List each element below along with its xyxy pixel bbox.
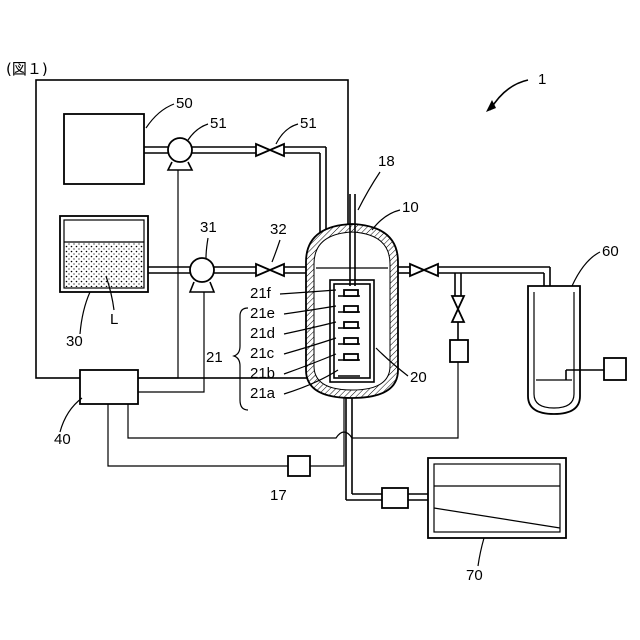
label-group21: 21 bbox=[206, 349, 223, 366]
label-21b: 21b bbox=[250, 365, 275, 382]
pipe-50 bbox=[144, 147, 326, 236]
label-liquid: L bbox=[110, 311, 118, 328]
unit-17 bbox=[288, 456, 310, 476]
pump-31 bbox=[190, 258, 214, 292]
pump-51 bbox=[168, 138, 192, 170]
system-arrowhead bbox=[486, 100, 496, 112]
valve-32 bbox=[256, 264, 284, 276]
label-trap60: 60 bbox=[602, 243, 619, 260]
label-system: 1 bbox=[538, 71, 546, 88]
flow-box-70 bbox=[382, 488, 408, 508]
label-unit17: 17 bbox=[270, 487, 287, 504]
system-arrow bbox=[490, 80, 528, 110]
valve-51 bbox=[256, 144, 284, 156]
label-tank30: 30 bbox=[66, 333, 83, 350]
controller-40 bbox=[80, 370, 138, 404]
leader-18 bbox=[358, 172, 380, 210]
label-pump51: 51 bbox=[210, 115, 227, 132]
tank-70 bbox=[428, 458, 566, 538]
brace-21 bbox=[234, 308, 248, 410]
figure-caption: (図１) bbox=[6, 60, 48, 78]
label-tank50: 50 bbox=[176, 95, 193, 112]
label-pump31: 31 bbox=[200, 219, 217, 236]
label-holder20: 20 bbox=[410, 369, 427, 386]
label-valve32: 32 bbox=[270, 221, 287, 238]
valve-outlet bbox=[410, 264, 438, 276]
leader-50 bbox=[146, 104, 174, 128]
leader-10 bbox=[372, 210, 400, 230]
label-21d: 21d bbox=[250, 325, 275, 342]
leader-51b bbox=[276, 124, 298, 144]
label-21e: 21e bbox=[250, 305, 275, 322]
label-21c: 21c bbox=[250, 345, 275, 362]
leader-51a bbox=[188, 124, 208, 140]
leader-31 bbox=[206, 238, 208, 258]
valve-vertical bbox=[452, 296, 464, 322]
leader-40 bbox=[60, 398, 82, 432]
label-sensor18: 18 bbox=[378, 153, 395, 170]
label-21f: 21f bbox=[250, 285, 272, 302]
trap-60 bbox=[528, 286, 604, 414]
leader-60 bbox=[572, 252, 600, 286]
label-21a: 21a bbox=[250, 385, 276, 402]
sensor-box-right bbox=[450, 340, 468, 362]
leader-30 bbox=[80, 292, 90, 334]
tank-50 bbox=[64, 114, 144, 184]
label-controller40: 40 bbox=[54, 431, 71, 448]
leader-32 bbox=[272, 240, 280, 262]
leader-70 bbox=[478, 538, 484, 566]
label-tank70: 70 bbox=[466, 567, 483, 584]
pipe-70 bbox=[346, 398, 434, 500]
label-vessel10: 10 bbox=[402, 199, 419, 216]
liquid-L bbox=[65, 242, 143, 287]
trap-unit-box bbox=[604, 358, 626, 380]
label-valve51: 51 bbox=[300, 115, 317, 132]
